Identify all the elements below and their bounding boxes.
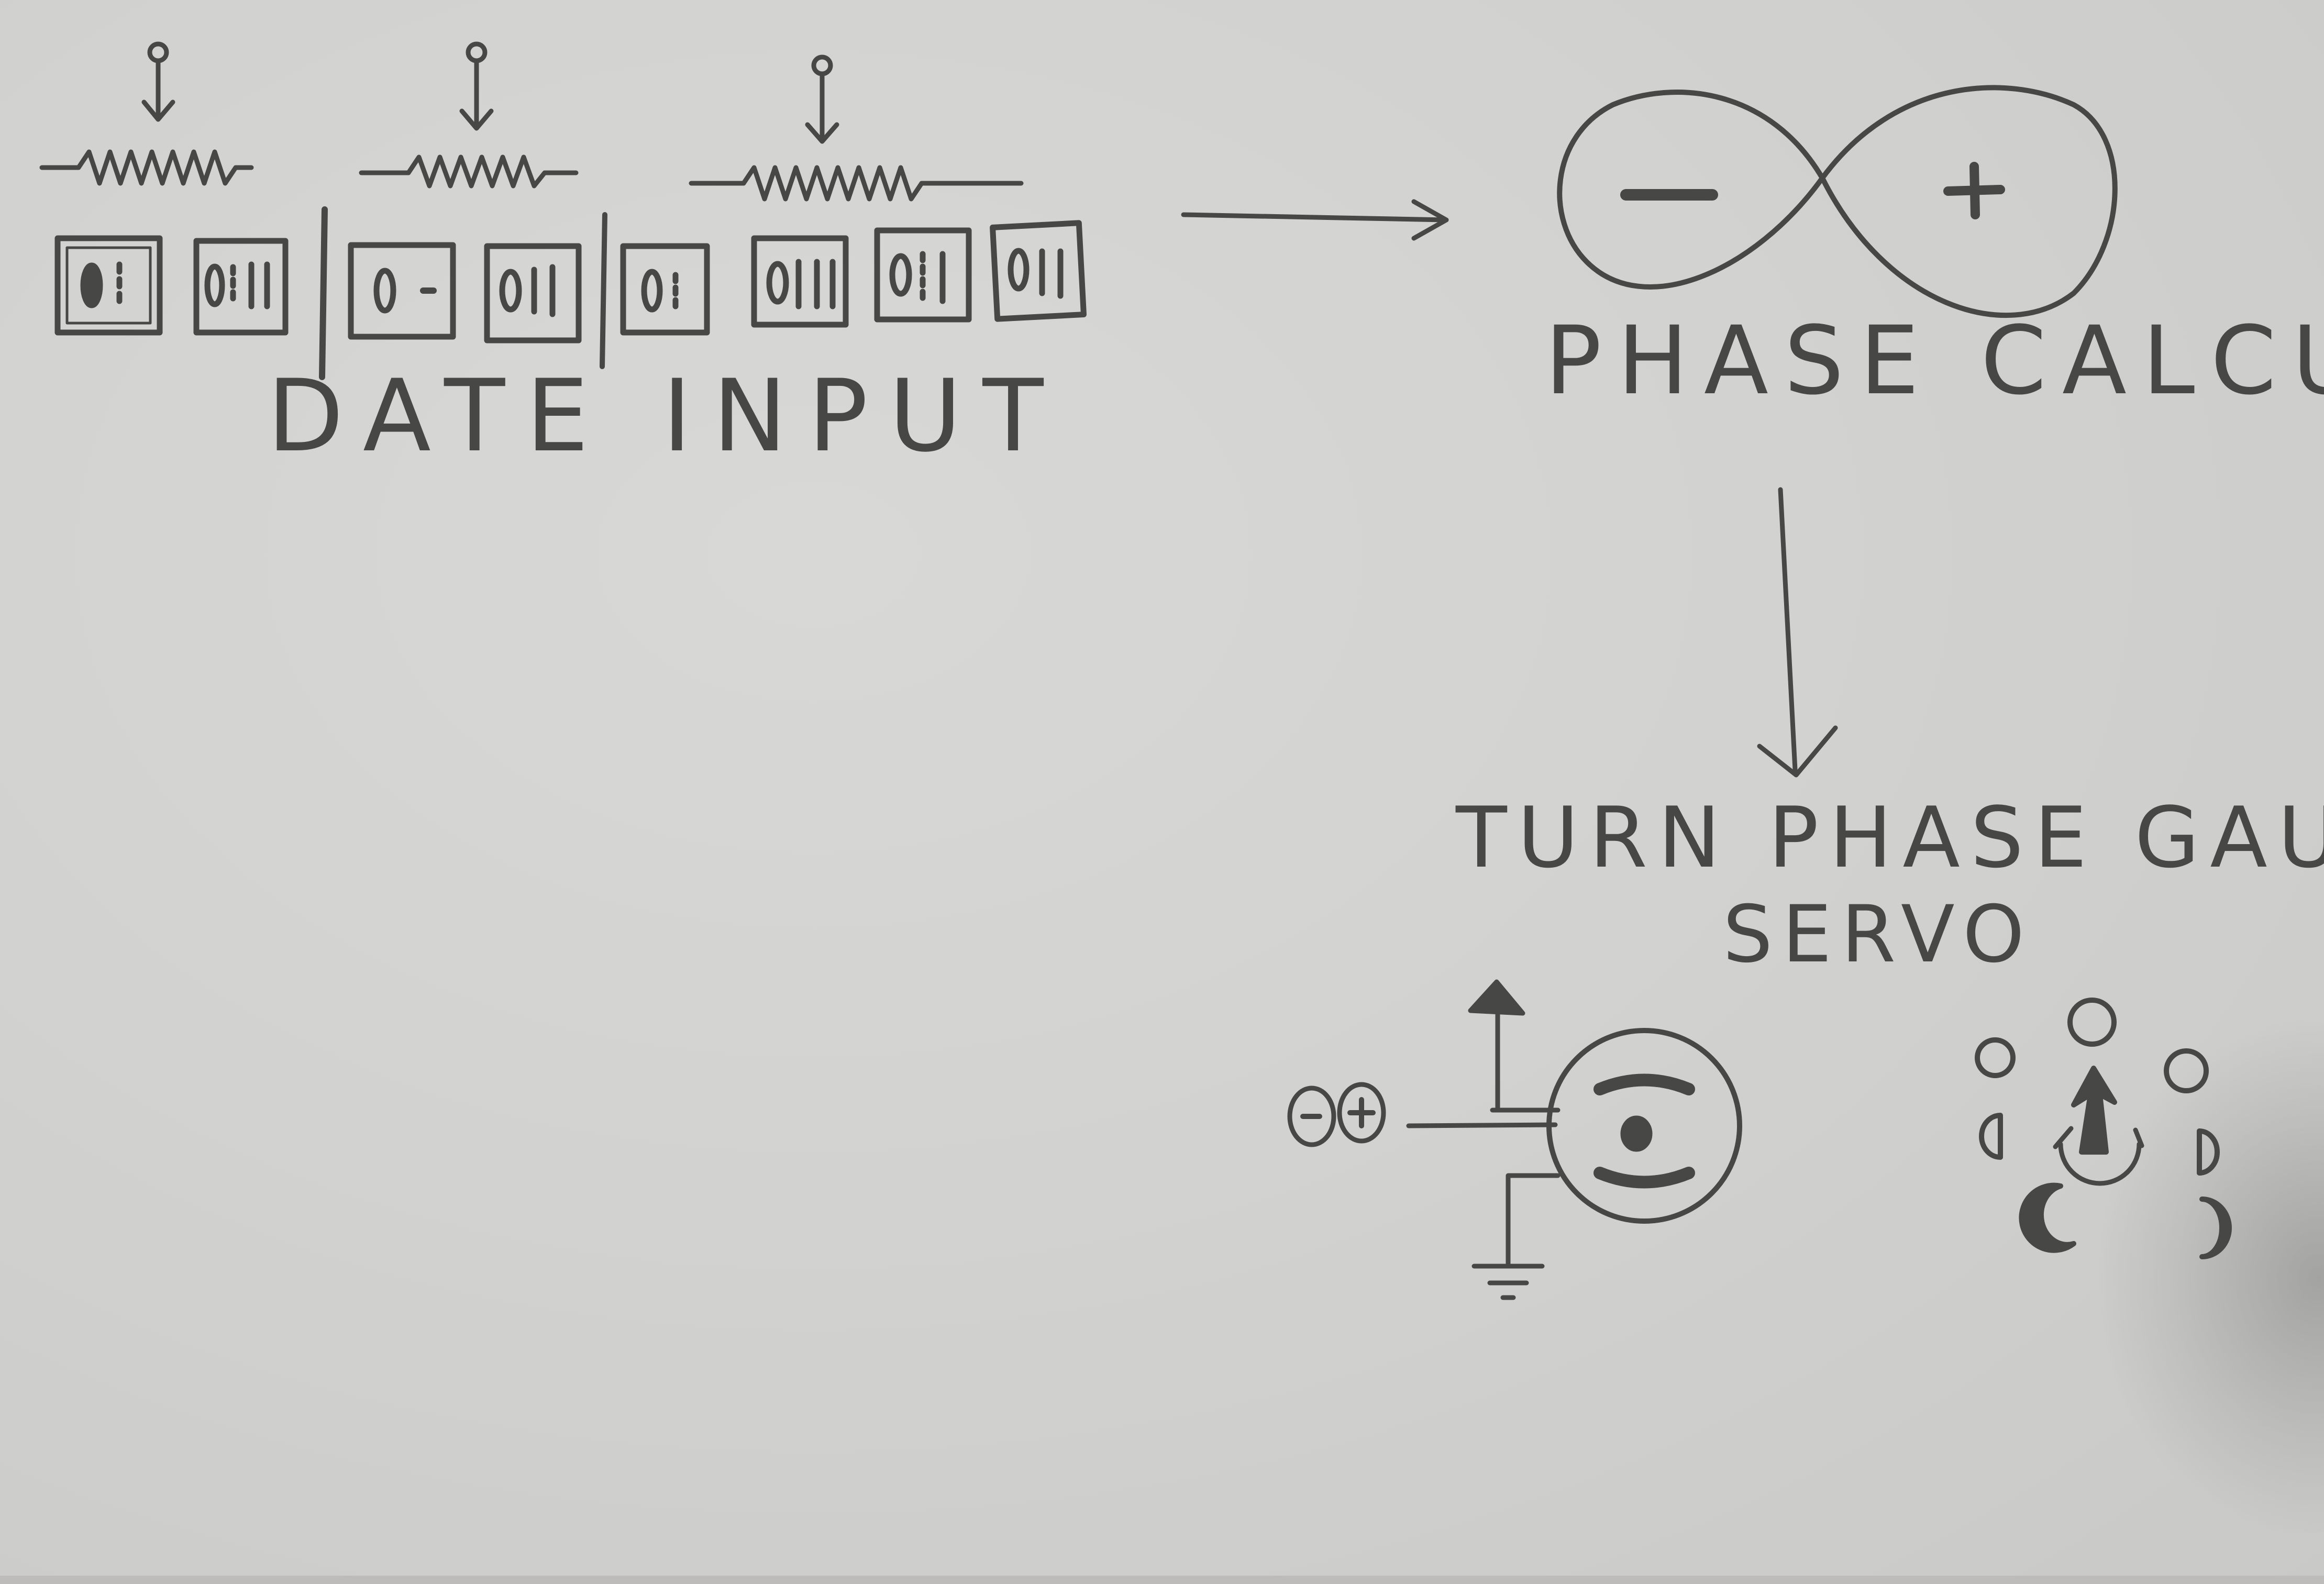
display-separator <box>600 212 607 369</box>
plus-sign-icon <box>1943 162 2005 219</box>
display-separator <box>319 206 328 380</box>
servo-motor-icon <box>1287 979 1742 1300</box>
paper-edge <box>0 1576 2324 1584</box>
moon-phase-gauge-icon <box>1975 998 2232 1259</box>
arrow-down-icon <box>1757 487 1838 778</box>
date-input-label: DATE INPUT <box>267 358 1065 474</box>
seven-segment-display-icon <box>484 243 582 344</box>
seven-segment-display-icon <box>193 238 289 336</box>
turn-phase-gauge-label: TURN PHASE GAUGE <box>1456 789 2324 887</box>
seven-segment-display-icon <box>620 243 710 336</box>
phase-calculation-label: PHASE CALCULATIO <box>1545 306 2324 416</box>
seven-segment-display-icon <box>751 235 849 328</box>
potentiometer-icon <box>689 54 1024 202</box>
arrow-right-icon <box>1181 199 1449 241</box>
potentiometer-icon <box>39 41 254 186</box>
potentiometer-icon <box>359 41 579 189</box>
seven-segment-display-icon <box>874 227 972 323</box>
servo-label: SERVO <box>1723 889 2034 980</box>
seven-segment-display-icon <box>54 235 163 336</box>
seven-segment-display-icon <box>348 242 456 340</box>
seven-segment-display-icon <box>990 220 1087 322</box>
infinity-loop-icon <box>1557 85 2118 318</box>
